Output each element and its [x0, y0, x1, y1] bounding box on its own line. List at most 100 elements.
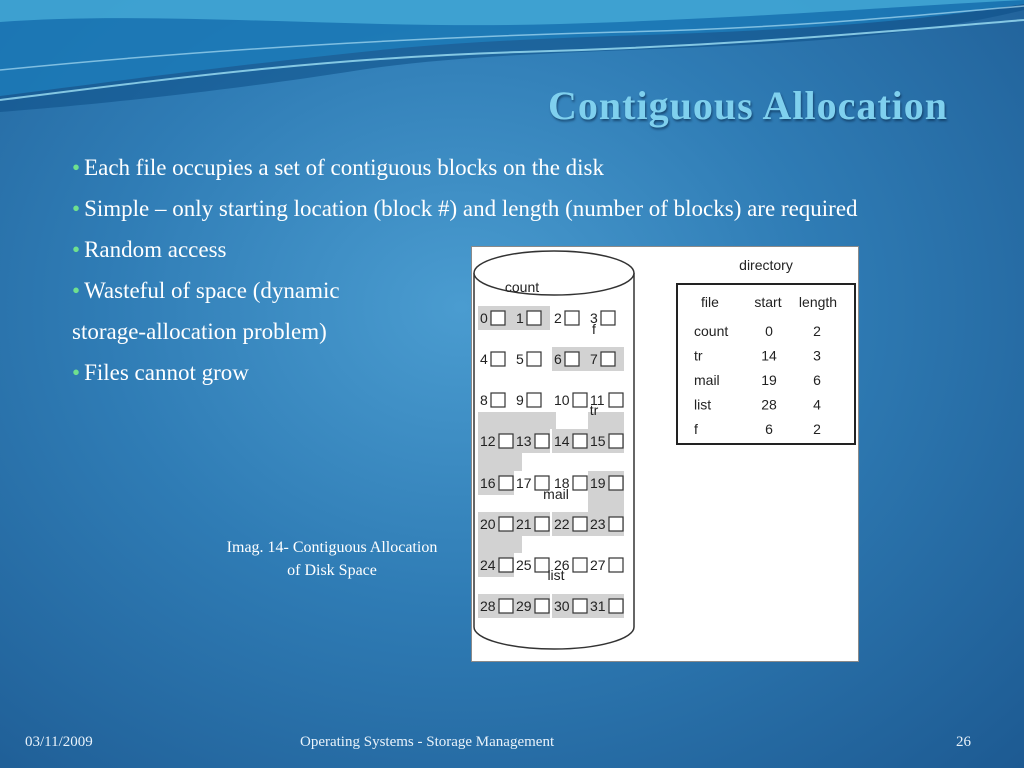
disk-block-number: 1	[516, 310, 524, 326]
disk-block-number: 7	[590, 351, 598, 367]
figure-caption: Imag. 14- Contiguous Allocation of Disk …	[226, 539, 438, 579]
disk-block-square	[608, 598, 624, 614]
footer-date: 03/11/2009	[25, 734, 93, 750]
disk-block-number: 12	[480, 433, 496, 449]
disk-block-number: 17	[516, 475, 532, 491]
directory-cell-start: 6	[765, 421, 773, 437]
file-label: list	[547, 567, 564, 583]
bullet-text: Random access	[84, 237, 227, 262]
disk-block-number: 25	[516, 557, 532, 573]
directory-cell-length: 2	[813, 421, 821, 437]
disk-block-number: 6	[554, 351, 562, 367]
bullet-dot-icon: •	[72, 360, 81, 385]
bullet-text: Files cannot grow	[84, 360, 249, 385]
disk-block-number: 28	[480, 598, 496, 614]
bullet-item: •Each file occupies a set of contiguous …	[72, 152, 972, 183]
disk-block-number: 19	[590, 475, 606, 491]
disk-block-square	[526, 392, 542, 408]
disk-block-number: 3	[590, 310, 598, 326]
disk-block-square	[526, 310, 542, 326]
disk-block-number: 9	[516, 392, 524, 408]
disk-block-number: 2	[554, 310, 562, 326]
disk-block-square	[564, 310, 580, 326]
directory-column-header: length	[799, 294, 837, 310]
bullet-dot-icon: •	[72, 237, 81, 262]
disk-block-square	[572, 598, 588, 614]
disk-block-square	[572, 557, 588, 573]
disk-block-number: 30	[554, 598, 570, 614]
disk-block-number: 24	[480, 557, 496, 573]
disk-block-square	[608, 475, 624, 491]
disk-block-square	[534, 557, 550, 573]
directory-cell-start: 14	[761, 348, 777, 364]
disk-block-square	[608, 392, 624, 408]
bullet-text: Wasteful of space (dynamic	[84, 278, 340, 303]
disk-block-number: 18	[554, 475, 570, 491]
directory-table-border	[676, 283, 856, 445]
directory-cell-start: 28	[761, 397, 777, 413]
disk-block-square	[572, 475, 588, 491]
bullet-item: •Random access	[72, 234, 972, 265]
disk-block-square	[572, 433, 588, 449]
bullet-dot-icon: •	[72, 196, 81, 221]
file-label: f	[592, 321, 596, 337]
bullet-text: storage-allocation problem)	[72, 319, 327, 344]
decorative-waves	[0, 0, 1024, 112]
directory-title: directory	[739, 257, 793, 273]
disk-block-square	[534, 516, 550, 532]
disk-block-square	[572, 392, 588, 408]
bullet-continuation: storage-allocation problem)	[72, 316, 472, 347]
disk-block-number: 20	[480, 516, 496, 532]
disk-cylinder-top	[473, 250, 635, 296]
disk-block-square	[534, 475, 550, 491]
disk-block-number: 14	[554, 433, 570, 449]
disk-block-square	[572, 516, 588, 532]
bullet-text: Simple – only starting location (block #…	[84, 196, 858, 221]
file-extent-highlight	[478, 412, 556, 429]
disk-block-square	[498, 433, 514, 449]
disk-block-number: 31	[590, 598, 606, 614]
directory-cell-length: 4	[813, 397, 821, 413]
footer-title: Operating Systems - Storage Management	[300, 734, 555, 750]
file-label: mail	[543, 486, 569, 502]
directory-cell-length: 2	[813, 323, 821, 339]
bullet-list: •Each file occupies a set of contiguous …	[72, 152, 972, 398]
file-extent-highlight	[588, 412, 624, 429]
directory-cell-file: f	[694, 421, 698, 437]
directory-cell-file: list	[694, 397, 711, 413]
disk-block-square	[564, 351, 580, 367]
directory-cell-file: mail	[694, 372, 720, 388]
disk-block-number: 15	[590, 433, 606, 449]
file-extent-highlight	[478, 453, 522, 471]
directory-cell-length: 6	[813, 372, 821, 388]
disk-block-square	[498, 557, 514, 573]
disk-block-square	[608, 516, 624, 532]
disk-block-square	[608, 557, 624, 573]
disk-block-square	[490, 310, 506, 326]
disk-block-square	[498, 598, 514, 614]
file-extent-highlight	[588, 495, 624, 512]
disk-block-number: 5	[516, 351, 524, 367]
disk-block-number: 0	[480, 310, 488, 326]
disk-block-number: 26	[554, 557, 570, 573]
bullet-item: •Files cannot grow	[72, 357, 972, 388]
disk-block-number: 16	[480, 475, 496, 491]
bullet-dot-icon: •	[72, 155, 81, 180]
disk-block-number: 21	[516, 516, 532, 532]
disk-block-number: 29	[516, 598, 532, 614]
disk-block-square	[534, 433, 550, 449]
file-extent-highlight	[478, 536, 522, 553]
disk-block-square	[608, 433, 624, 449]
disk-block-number: 8	[480, 392, 488, 408]
disk-block-number: 22	[554, 516, 570, 532]
disk-block-square	[490, 392, 506, 408]
bullet-text: Each file occupies a set of contiguous b…	[84, 155, 604, 180]
disk-block-square	[600, 310, 616, 326]
file-label: tr	[590, 402, 599, 418]
bullet-dot-icon: •	[72, 278, 81, 303]
directory-cell-file: tr	[694, 348, 703, 364]
disk-block-square	[600, 351, 616, 367]
file-label: count	[505, 279, 539, 295]
disk-block-number: 23	[590, 516, 606, 532]
